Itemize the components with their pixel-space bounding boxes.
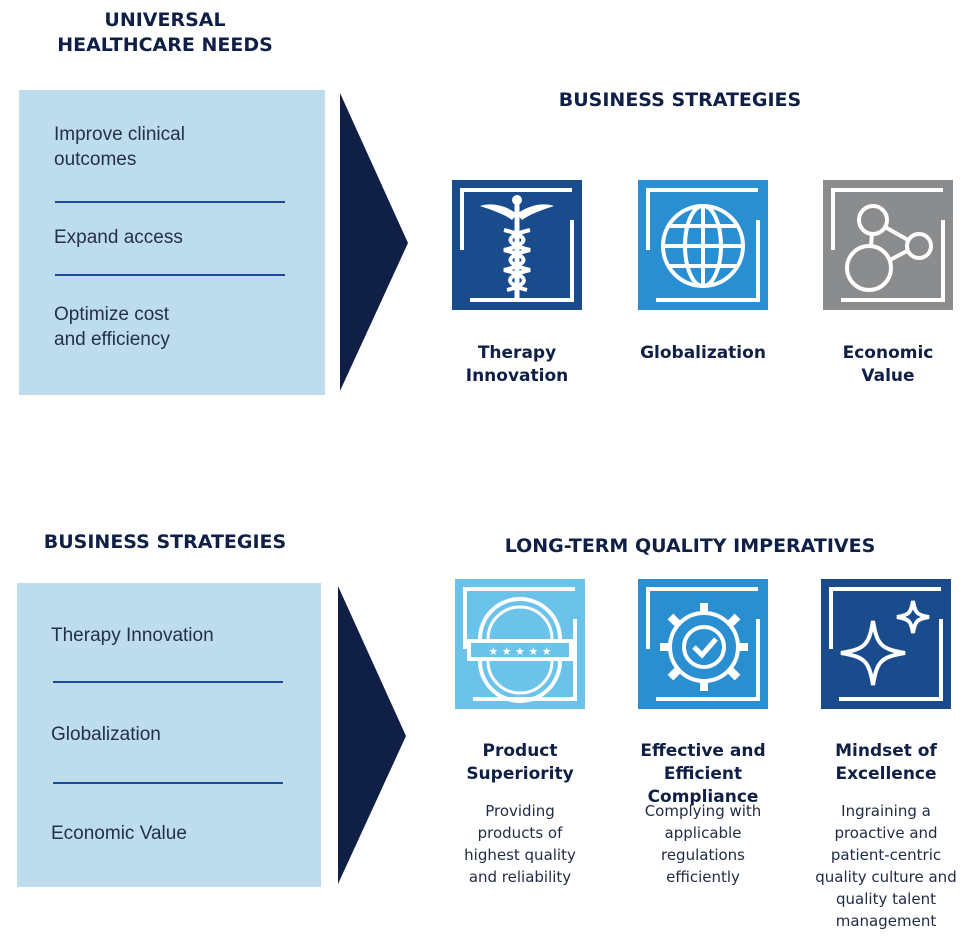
strategy-item-therapy-innovation: Therapy Innovation [51, 625, 214, 646]
imperative-label-mindset: Mindset of Excellence [835, 741, 937, 784]
strategies-divider-1 [53, 681, 283, 683]
top-right-title: BUSINESS STRATEGIES [558, 89, 802, 111]
need-item-expand-access: Expand access [54, 227, 183, 248]
therapy-innovation-tile [452, 180, 582, 310]
strategy-label-globalization: Globalization [640, 343, 766, 363]
need-item-clinical-outcomes: Improve clinical outcomes [54, 124, 185, 170]
strategies-divider-2 [53, 782, 283, 784]
needs-divider-1 [55, 201, 285, 203]
strategy-label-therapy: Therapy Innovation [465, 343, 569, 386]
sparkle-stars-icon [821, 579, 951, 709]
imperative-desc-mindset: Ingraining a proactive and patient-centr… [815, 802, 957, 930]
badge-stars-text: ★ ★ ★ ★ ★ [488, 645, 551, 658]
globe-icon [638, 180, 768, 310]
gear-check-icon [638, 579, 768, 709]
economic-value-tile [823, 180, 953, 310]
bottom-left-title: BUSINESS STRATEGIES [43, 531, 287, 553]
mindset-excellence-tile [821, 579, 951, 709]
bottom-flow-arrow [338, 586, 406, 884]
top-flow-arrow [340, 93, 408, 391]
strategy-item-globalization: Globalization [51, 724, 161, 745]
needs-divider-2 [55, 274, 285, 276]
bottom-right-title: LONG-TERM QUALITY IMPERATIVES [504, 535, 876, 557]
caduceus-icon [452, 180, 582, 310]
imperative-label-compliance: Effective and Efficient Compliance [640, 741, 766, 807]
strategy-label-economic-value: Economic Value [842, 343, 934, 386]
quality-badge-icon: ★ ★ ★ ★ ★ [455, 579, 585, 709]
compliance-tile [638, 579, 768, 709]
imperative-desc-compliance: Complying with applicable regulations ef… [644, 802, 762, 886]
strategy-item-economic-value: Economic Value [51, 823, 187, 844]
globalization-tile [638, 180, 768, 310]
network-nodes-icon [823, 180, 953, 310]
needs-panel: Improve clinical outcomes Expand access … [19, 90, 325, 395]
need-item-optimize-cost: Optimize cost and efficiency [54, 304, 170, 350]
imperative-desc-product-superiority: Providing products of highest quality an… [464, 802, 576, 886]
strategies-panel: Therapy Innovation Globalization Economi… [17, 583, 321, 887]
product-superiority-tile: ★ ★ ★ ★ ★ [455, 579, 585, 709]
imperative-label-product-superiority: Product Superiority [466, 741, 574, 784]
top-left-title: UNIVERSAL HEALTHCARE NEEDS [57, 9, 273, 56]
